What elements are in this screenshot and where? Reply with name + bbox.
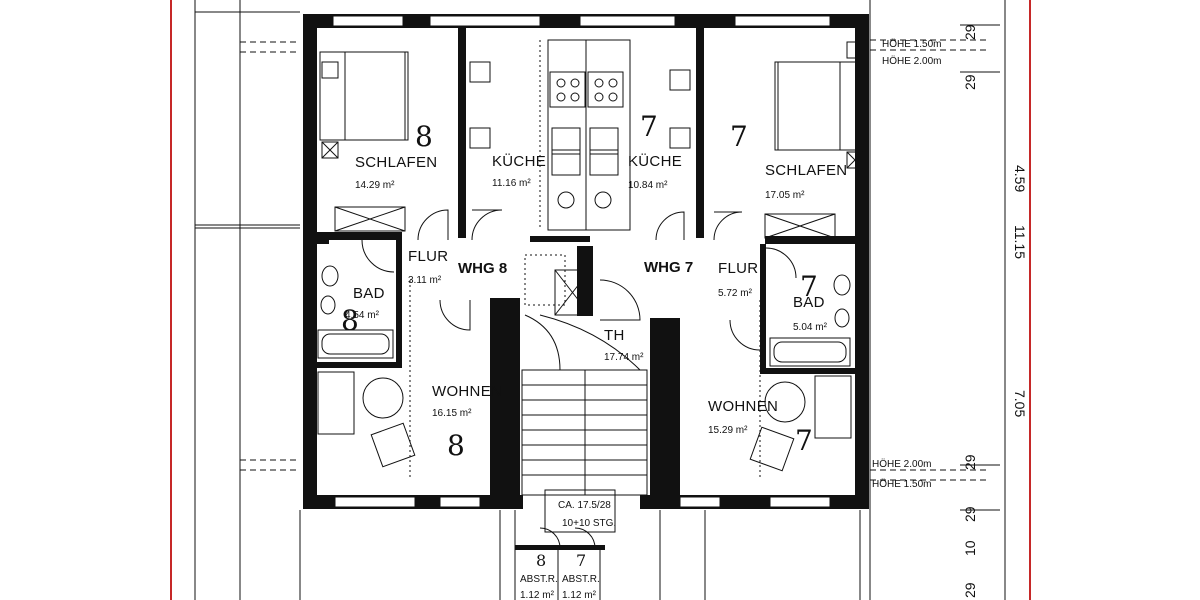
- handwritten-mark-wohnen-7: 7: [795, 424, 813, 457]
- window-height-top-sill: HÖHE 1.50m: [882, 38, 941, 50]
- dimension-top-29b: 29: [962, 74, 978, 90]
- room-name-flur-8: FLUR: [408, 248, 448, 265]
- dimension-705: 7.05: [1012, 390, 1028, 417]
- room-name-bad-7: BAD: [793, 294, 825, 311]
- beds: [319, 41, 866, 239]
- handwritten-mark-bad-8: 8: [341, 304, 359, 337]
- room-name-wohnen-7: WOHNEN: [708, 398, 778, 415]
- door-swings: [361, 209, 797, 549]
- window-height-bottom-sill: HÖHE 1.50m: [872, 478, 931, 490]
- stairwell: [521, 254, 648, 496]
- dimension-29d: 29: [962, 506, 978, 522]
- unit-label-whg-7: WHG 7: [644, 259, 693, 276]
- dimension-10: 10: [962, 540, 978, 556]
- lower-area: [299, 489, 861, 600]
- window-height-bottom-head: HÖHE 2.00m: [872, 458, 931, 470]
- room-area-wohnen-8: 16.15 m²: [432, 408, 472, 419]
- room-area-flur-8: 3.11 m²: [408, 275, 442, 286]
- room-area-th: 17.74 m²: [604, 352, 644, 363]
- handwritten-mark-schlafen-7: 7: [730, 120, 748, 153]
- stair-note-line-2: 10+10 STG.: [562, 518, 616, 529]
- handwritten-mark-abst-8: 8: [536, 551, 546, 570]
- dimension-top-29a: 29: [962, 24, 978, 40]
- room-area-kueche-7: 10.84 m²: [628, 180, 668, 191]
- room-area-abst-7: 1.12 m²: [562, 590, 597, 600]
- room-name-abst-7: ABST.R.: [562, 574, 600, 585]
- room-name-bad-8: BAD: [353, 285, 385, 302]
- dimension-29e: 29: [962, 582, 978, 598]
- bath-fixtures: [317, 265, 851, 367]
- room-area-schlafen-8: 14.29 m²: [355, 180, 395, 191]
- dimension-1115: 11.15: [1012, 225, 1028, 259]
- room-name-wohnen-8: WOHNEN: [432, 383, 502, 400]
- window-height-top-head: HÖHE 2.00m: [882, 55, 941, 67]
- handwritten-mark-kueche-7: 7: [640, 110, 658, 143]
- room-area-flur-7: 5.72 m²: [718, 288, 753, 299]
- dimension-29c: 29: [962, 454, 978, 470]
- room-name-schlafen-7: SCHLAFEN: [765, 162, 847, 179]
- site-lines-left: [194, 0, 300, 600]
- room-name-kueche-8: KÜCHE: [492, 152, 546, 170]
- unit-label-whg-8: WHG 8: [458, 260, 507, 277]
- handwritten-mark-bad-7: 7: [800, 270, 818, 303]
- handwritten-mark-wohnen-8: 8: [447, 429, 465, 462]
- site-lines-right: [860, 0, 1006, 600]
- kitchen-counters: [469, 39, 691, 231]
- stair-note-line-1: CA. 17.5/28: [558, 500, 611, 511]
- dimension-459: 4.59: [1012, 165, 1028, 192]
- room-name-schlafen-8: SCHLAFEN: [355, 154, 437, 171]
- room-area-bad-8: 4.54 m²: [345, 310, 380, 321]
- living-furniture: [317, 329, 852, 472]
- room-name-flur-7: FLUR: [718, 260, 758, 277]
- room-area-wohnen-7: 15.29 m²: [708, 425, 748, 436]
- room-area-schlafen-7: 17.05 m²: [765, 190, 805, 201]
- room-name-th: TH: [604, 327, 625, 344]
- room-area-abst-8: 1.12 m²: [520, 590, 555, 600]
- room-name-kueche-7: KÜCHE: [628, 152, 682, 170]
- windows: [332, 15, 831, 508]
- room-name-abst-8: ABST.R.: [520, 574, 558, 585]
- room-area-kueche-8: 11.16 m²: [492, 178, 531, 189]
- room-area-bad-7: 5.04 m²: [793, 322, 828, 333]
- handwritten-mark-abst-7: 7: [576, 551, 586, 570]
- handwritten-mark-schlafen-8: 8: [415, 120, 433, 153]
- utility-lines: [409, 40, 761, 480]
